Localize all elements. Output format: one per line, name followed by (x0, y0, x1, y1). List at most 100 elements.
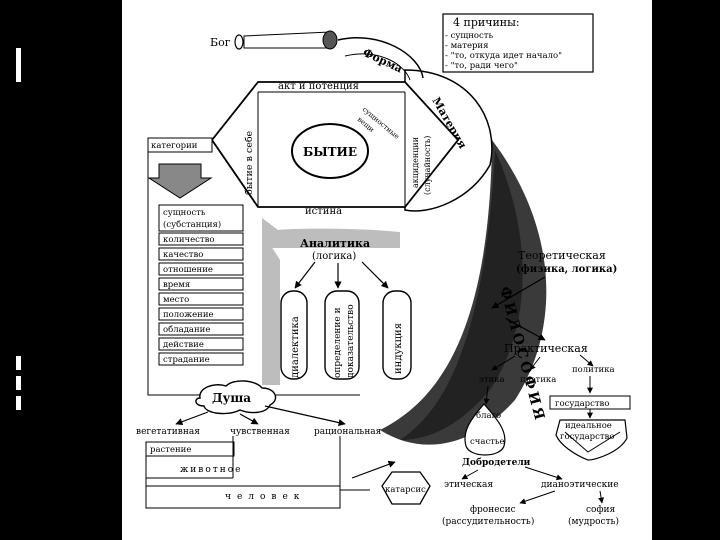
soul-kind: рациональная (314, 427, 382, 437)
category-item: качество (163, 250, 203, 260)
soul-arrow (264, 405, 346, 427)
dianoetic-arrow (598, 490, 605, 504)
ethics-label: этика (479, 375, 505, 385)
soul-arrow (239, 413, 259, 425)
induction-capsule (382, 290, 412, 380)
sophia-label: софия (586, 505, 616, 515)
ideal-state-chevron (564, 431, 621, 453)
forma-arc (337, 37, 424, 79)
causes-item: - материя (445, 41, 488, 51)
analytics-shadow (262, 218, 400, 248)
soul-cloud (195, 380, 277, 415)
politics-label: политика (572, 365, 615, 375)
branch-arrow (579, 354, 594, 367)
being-label: БЫТИЕ (303, 145, 357, 159)
category-item: страдание (163, 355, 210, 365)
catharsis-hexagon (381, 471, 431, 505)
theoretical-arrow (491, 276, 546, 309)
categories-bracket (147, 152, 360, 396)
category-item: время (163, 280, 190, 290)
ethics-arrow (483, 385, 490, 405)
category-box (158, 277, 244, 291)
category-item: место (163, 295, 189, 305)
category-item: действие (163, 340, 204, 350)
category-box (158, 352, 244, 366)
being-in-self-label: бытие в себе (244, 130, 255, 195)
ideal-state-shape (555, 419, 628, 461)
truth-label: истина (305, 206, 342, 217)
analytics-shadow (262, 232, 280, 385)
forma-label: Форма (361, 46, 405, 76)
soul-arrow (175, 411, 209, 426)
category-box (158, 247, 244, 261)
branch-arrow (491, 355, 516, 371)
virtues-label: Добродетели (462, 457, 531, 468)
definition-label: определение и (333, 307, 343, 378)
catharsis-arrow (351, 460, 396, 479)
category-box (158, 262, 244, 276)
good-label: благо (476, 410, 501, 421)
categories-header-label: категории (151, 141, 198, 151)
animal-label: животное (180, 465, 243, 475)
practical-label: Практическая (504, 342, 588, 355)
induction-label: индукция (393, 323, 404, 374)
category-item: обладание (163, 324, 210, 335)
accidents-label: акциденции (411, 137, 420, 188)
causes-box (442, 13, 594, 73)
ethical-label: этическая (444, 480, 493, 490)
god-label: Бог (210, 36, 231, 49)
causes-item: - "то, ради чего" (445, 61, 518, 71)
practical-arrow (504, 317, 546, 341)
human-label: человек (225, 492, 305, 502)
slide-decor-bar (16, 356, 21, 370)
poetics-label: поэтика (520, 375, 556, 385)
causes-item: - "то, откуда идет начало" (445, 51, 562, 61)
categories-arrow (147, 163, 213, 199)
category-box (158, 204, 244, 232)
phronesis-label: (рассудительность) (442, 516, 534, 527)
soul-kind: чувственная (230, 427, 290, 437)
category-item: (субстанция) (163, 219, 221, 230)
slide-decor-bar (16, 396, 21, 410)
categories-header (147, 137, 213, 153)
analytics-arrow (361, 261, 389, 289)
phronesis-label: фронесис (470, 505, 516, 515)
forma-arc (344, 53, 411, 81)
category-item: сущность (163, 208, 206, 218)
dialectics-label: диалектика (290, 316, 301, 378)
accidents-label: (случайность) (423, 136, 432, 195)
category-item: положение (163, 310, 214, 320)
ideal-state-label: идеальное (565, 421, 612, 431)
analytics-arrow (294, 261, 316, 289)
slide-decor-bar (16, 376, 21, 390)
plant-label: растение (150, 445, 191, 455)
categories-list: сущность (субстанция) количество качеств… (158, 204, 244, 366)
state-label: государство (555, 399, 609, 409)
dianoetic-label: дианоэтические (541, 480, 619, 490)
soul-kind: вегетативная (136, 427, 200, 437)
act-potency-label: акт и потенция (278, 81, 359, 92)
god-eye-icon (234, 34, 244, 50)
definition-capsule (324, 290, 360, 380)
slide-decor-bar (16, 48, 21, 82)
light-source-icon (322, 30, 338, 50)
category-box (158, 232, 244, 246)
happiness-label: счастье (470, 437, 505, 447)
dianoetic-arrow (519, 490, 556, 505)
theoretical-label: (физика, логика) (516, 264, 617, 275)
virtues-arrow (461, 469, 479, 480)
analytics-subtitle: (логика) (312, 251, 356, 262)
category-item: количество (163, 235, 215, 245)
definition-label: доказательство (346, 304, 356, 378)
ideal-state-label: государство (560, 432, 614, 442)
virtues-arrow (524, 466, 563, 481)
sophia-label: (мудрость) (568, 516, 619, 527)
category-box (158, 322, 244, 336)
good-drop (464, 403, 506, 456)
category-box (158, 337, 244, 351)
branch-arrow (529, 356, 541, 371)
light-cone (243, 31, 331, 49)
catharsis-label: катарсис (385, 485, 426, 495)
being-oval (291, 123, 369, 179)
